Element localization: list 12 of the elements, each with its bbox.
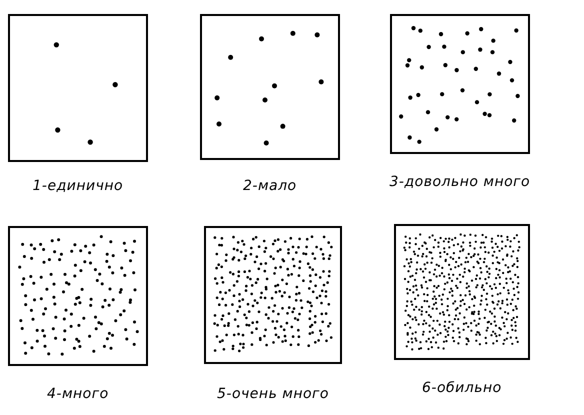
node-label: 3-довольно много [390, 174, 530, 190]
sample-square [204, 226, 342, 364]
node-label: 2-мало [243, 178, 297, 194]
sample-square [8, 226, 148, 366]
node-label: 6-обильно [422, 380, 502, 396]
node-label: 1-единично [32, 178, 124, 194]
sample-square [200, 14, 340, 160]
node-label: 5-очень много [217, 386, 329, 402]
sample-square [390, 14, 530, 154]
sample-square [8, 14, 148, 162]
node-label: 4-много [47, 386, 109, 402]
sample-square [394, 224, 530, 360]
